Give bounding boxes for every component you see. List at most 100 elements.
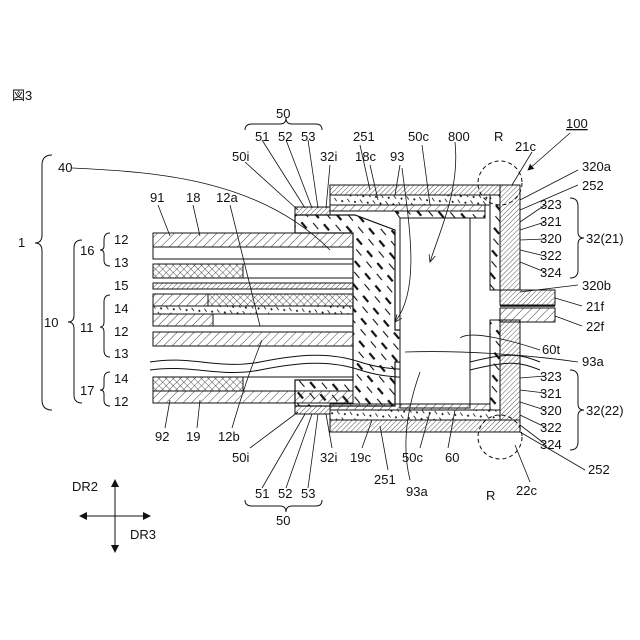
label-320a: 320a	[582, 159, 612, 174]
label-15: 15	[114, 278, 128, 293]
label-14-b: 14	[114, 371, 128, 386]
label-252-top: 252	[582, 178, 604, 193]
figure-title: 図3	[12, 88, 32, 103]
label-32i-top: 32i	[320, 149, 337, 164]
label-100: 100	[566, 116, 588, 131]
layer-12-top	[153, 233, 353, 247]
layer-14-bottom	[153, 377, 243, 391]
label-50i-bot: 50i	[232, 450, 249, 465]
label-12-c: 12	[114, 394, 128, 409]
label-40: 40	[58, 160, 72, 175]
label-12-b: 12	[114, 324, 128, 339]
brace-32-21	[570, 198, 584, 278]
right-wall-upper	[500, 185, 520, 290]
label-51-bot: 51	[255, 486, 269, 501]
label-16: 16	[80, 243, 94, 258]
leader-32i-top	[326, 165, 330, 208]
layer-15	[153, 283, 353, 289]
label-320-top: 320	[540, 231, 562, 246]
leader-50i-bot	[250, 412, 298, 448]
label-53-top: 53	[301, 129, 315, 144]
label-251-bot: 251	[374, 472, 396, 487]
label-50-bot: 50	[276, 513, 290, 528]
tab-50-top	[295, 207, 330, 215]
label-52-bot: 52	[278, 486, 292, 501]
label-dr3: DR3	[130, 527, 156, 542]
label-93a-bot: 93a	[406, 484, 428, 499]
label-12a: 12a	[216, 190, 238, 205]
top-wall-251	[330, 195, 490, 205]
label-22f: 22f	[586, 319, 604, 334]
leader-91	[158, 205, 170, 236]
label-32-21: 32(21)	[586, 231, 624, 246]
label-320-bot: 320	[540, 403, 562, 418]
tab-50-bottom	[295, 406, 330, 414]
label-91: 91	[150, 190, 164, 205]
label-252-bot: 252	[588, 462, 610, 477]
label-dr2: DR2	[72, 479, 98, 494]
label-320b: 320b	[582, 278, 611, 293]
top-wall-outer	[330, 185, 500, 195]
label-93a-right: 93a	[582, 354, 604, 369]
label-50c-bot: 50c	[402, 450, 423, 465]
label-251-top: 251	[353, 129, 375, 144]
layer-hatched-block-a	[153, 264, 243, 278]
label-19: 19	[186, 429, 200, 444]
leader-320a	[520, 170, 578, 200]
leader-21f	[555, 298, 582, 306]
brace-50-bottom	[245, 500, 322, 512]
label-93-top: 93	[390, 149, 404, 164]
label-92: 92	[155, 429, 169, 444]
label-13-a: 13	[114, 255, 128, 270]
label-14-a: 14	[114, 301, 128, 316]
leader-53-bot	[308, 414, 318, 488]
brace-32-22	[570, 370, 584, 450]
label-17: 17	[80, 383, 94, 398]
leader-51-bot	[262, 414, 305, 488]
label-11: 11	[80, 320, 94, 335]
label-51-top: 51	[255, 129, 269, 144]
label-50i-top: 50i	[232, 149, 249, 164]
label-800: 800	[448, 129, 470, 144]
label-32-22: 32(22)	[586, 403, 624, 418]
label-12-a: 12	[114, 232, 128, 247]
layer-12-mid	[213, 314, 353, 326]
leader-22f	[555, 316, 582, 326]
leader-19	[197, 400, 200, 428]
bottom-wall-251	[330, 410, 500, 420]
leader-51-top	[262, 140, 305, 208]
brace-1	[35, 155, 52, 410]
leader-22c	[515, 445, 530, 482]
flange-22f	[500, 308, 555, 322]
label-50-top: 50	[276, 106, 290, 121]
label-324-top: 324	[540, 265, 562, 280]
label-22c: 22c	[516, 483, 537, 498]
right-wall-lower	[500, 320, 520, 420]
leader-53-top	[308, 140, 318, 208]
brace-11	[100, 295, 110, 357]
label-19c: 19c	[350, 450, 371, 465]
label-32i-bot: 32i	[320, 450, 337, 465]
label-322-top: 322	[540, 248, 562, 263]
label-324-bot: 324	[540, 437, 562, 452]
label-321-top: 321	[540, 214, 562, 229]
label-321-bot: 321	[540, 386, 562, 401]
label-18: 18	[186, 190, 200, 205]
label-12b: 12b	[218, 429, 240, 444]
brace-17	[100, 372, 110, 406]
label-18c: 18c	[355, 149, 376, 164]
label-53-bot: 53	[301, 486, 315, 501]
label-60: 60	[445, 450, 459, 465]
layer-14-mid	[208, 294, 353, 306]
leader-18	[193, 205, 200, 236]
leader-92	[165, 400, 170, 428]
label-50c-top: 50c	[408, 129, 429, 144]
right-wall-resin-lower	[490, 320, 500, 410]
label-R-bot: R	[486, 488, 495, 503]
layer-13-top	[153, 247, 353, 259]
label-323-top: 323	[540, 197, 562, 212]
electrode-stack	[150, 233, 540, 403]
label-R-top: R	[494, 129, 503, 144]
label-10: 10	[44, 315, 58, 330]
